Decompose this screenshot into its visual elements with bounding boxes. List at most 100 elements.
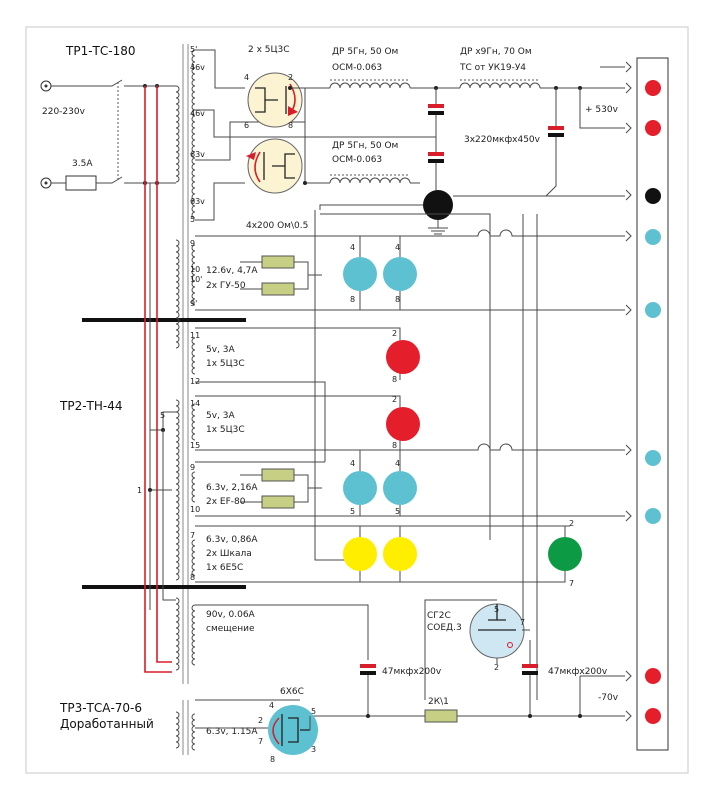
svg-text:2: 2 — [258, 716, 263, 725]
svg-text:5: 5 — [190, 215, 195, 224]
gu50-tube-1 — [343, 257, 377, 291]
ground-terminal — [423, 190, 453, 220]
svg-text:8: 8 — [392, 441, 397, 450]
r200-label: 4х200 Ом\0.5 — [246, 221, 308, 231]
terminal-post — [645, 229, 661, 245]
svg-text:2: 2 — [392, 329, 397, 338]
svg-text:8: 8 — [190, 573, 195, 582]
svg-text:ОСМ-0.063: ОСМ-0.063 — [332, 155, 382, 165]
terminal-post — [645, 450, 661, 466]
terminal-post — [645, 80, 661, 96]
terminal-strip — [636, 57, 669, 751]
svg-text:5v, 3A: 5v, 3A — [206, 411, 236, 421]
ef80-tube-2 — [383, 471, 417, 505]
svg-text:4: 4 — [395, 243, 400, 252]
svg-text:2х EF-80: 2х EF-80 — [206, 497, 246, 507]
choke2-label: ДР 5Гн, 50 Ом — [332, 141, 398, 151]
choke-1 — [329, 82, 411, 89]
svg-text:8: 8 — [350, 295, 355, 304]
svg-text:6.3v, 2,16A: 6.3v, 2,16A — [206, 483, 258, 493]
svg-text:15: 15 — [190, 441, 200, 450]
svg-text:7: 7 — [190, 531, 195, 540]
svg-text:9': 9' — [190, 299, 197, 308]
resistor-200 — [261, 282, 295, 296]
fuse — [65, 175, 97, 191]
terminal-post — [645, 708, 661, 724]
choke1-label: ДР 5Гн, 50 Ом — [332, 47, 398, 57]
kenotron-tube-2 — [386, 407, 420, 441]
svg-text:2: 2 — [494, 663, 499, 672]
minus-output-label: -70v — [598, 693, 619, 703]
resistor-2k — [424, 709, 458, 723]
choke-3 — [459, 82, 541, 89]
svg-text:10: 10 — [190, 505, 200, 514]
terminal-post — [645, 668, 661, 684]
svg-text:5: 5 — [350, 507, 355, 516]
svg-text:2х ГУ-50: 2х ГУ-50 — [206, 281, 246, 291]
primary-wire-red — [144, 86, 172, 673]
svg-text:6: 6 — [244, 121, 249, 130]
svg-text:12.6v, 4,7A: 12.6v, 4,7A — [206, 266, 258, 276]
svg-text:10': 10' — [190, 275, 202, 284]
choke-2 — [329, 177, 411, 184]
svg-text:11: 11 — [190, 331, 200, 340]
terminal-post — [645, 302, 661, 318]
svg-text:7: 7 — [520, 618, 525, 627]
svg-text:12: 12 — [190, 377, 200, 386]
tube-6x6c — [268, 705, 318, 755]
main-caps-label: 3х220мкфх450v — [464, 135, 541, 145]
svg-text:46v: 46v — [190, 109, 205, 118]
rectifier-tube-2 — [246, 138, 303, 194]
svg-text:63v: 63v — [190, 150, 205, 159]
tube6x6-label: 6Х6С — [280, 687, 304, 697]
svg-text:5: 5 — [160, 411, 165, 420]
svg-text:8: 8 — [395, 295, 400, 304]
svg-text:1х 5Ц3С: 1х 5Ц3С — [206, 425, 245, 435]
svg-text:7: 7 — [258, 737, 263, 746]
svg-text:8: 8 — [392, 375, 397, 384]
scale-lamp-2 — [383, 537, 417, 571]
svg-text:2: 2 — [569, 519, 574, 528]
svg-text:5: 5 — [494, 605, 499, 614]
bias-cap1-label: 47мкфх200v — [382, 667, 442, 677]
svg-text:смещение: смещение — [206, 624, 255, 634]
tp2-title: ТР2-ТН-44 — [59, 399, 122, 413]
svg-text:6.3v, 1.15A: 6.3v, 1.15A — [206, 727, 258, 737]
svg-text:СОЕД.3: СОЕД.3 — [427, 623, 462, 633]
gu50-tube-2 — [383, 257, 417, 291]
rectifier-label: 2 x 5Ц3С — [248, 45, 290, 55]
terminal-post — [645, 508, 661, 524]
resistor-200 — [261, 255, 295, 269]
scale-lamp-1 — [343, 537, 377, 571]
r2k-label: 2К\1 — [428, 697, 449, 707]
svg-text:5: 5 — [311, 707, 316, 716]
svg-text:1х 5Ц3С: 1х 5Ц3С — [206, 359, 245, 369]
tp1-title: ТР1-ТС-180 — [65, 44, 135, 58]
svg-text:63v: 63v — [190, 197, 205, 206]
svg-text:8: 8 — [270, 755, 275, 764]
resistor-200 — [261, 495, 295, 509]
bias-cap2-label: 47мкфх200v — [548, 667, 608, 677]
tp3-title: ТР3-ТСА-70-6 — [59, 701, 142, 715]
stabilizer-label: СГ2С — [427, 611, 451, 621]
svg-text:90v, 0.06A: 90v, 0.06A — [206, 610, 256, 620]
frame — [25, 26, 689, 774]
svg-text:10: 10 — [190, 265, 200, 274]
tp3-subtitle: Доработанный — [60, 717, 154, 731]
svg-text:5': 5' — [190, 45, 197, 54]
rectifier-tube-1 — [247, 72, 303, 128]
svg-text:1: 1 — [137, 486, 142, 495]
svg-text:14: 14 — [190, 399, 200, 408]
plus-output-label: + 530v — [585, 105, 619, 115]
terminal-post — [645, 120, 661, 136]
terminal-post — [645, 188, 661, 204]
svg-text:6.3v, 0,86A: 6.3v, 0,86A — [206, 535, 258, 545]
svg-text:3: 3 — [311, 745, 316, 754]
svg-text:4: 4 — [350, 459, 355, 468]
svg-text:4: 4 — [269, 701, 274, 710]
svg-text:8: 8 — [288, 121, 293, 130]
svg-text:4: 4 — [395, 459, 400, 468]
kenotron-tube-1 — [386, 340, 420, 374]
fuse-rating: 3.5A — [72, 159, 93, 169]
